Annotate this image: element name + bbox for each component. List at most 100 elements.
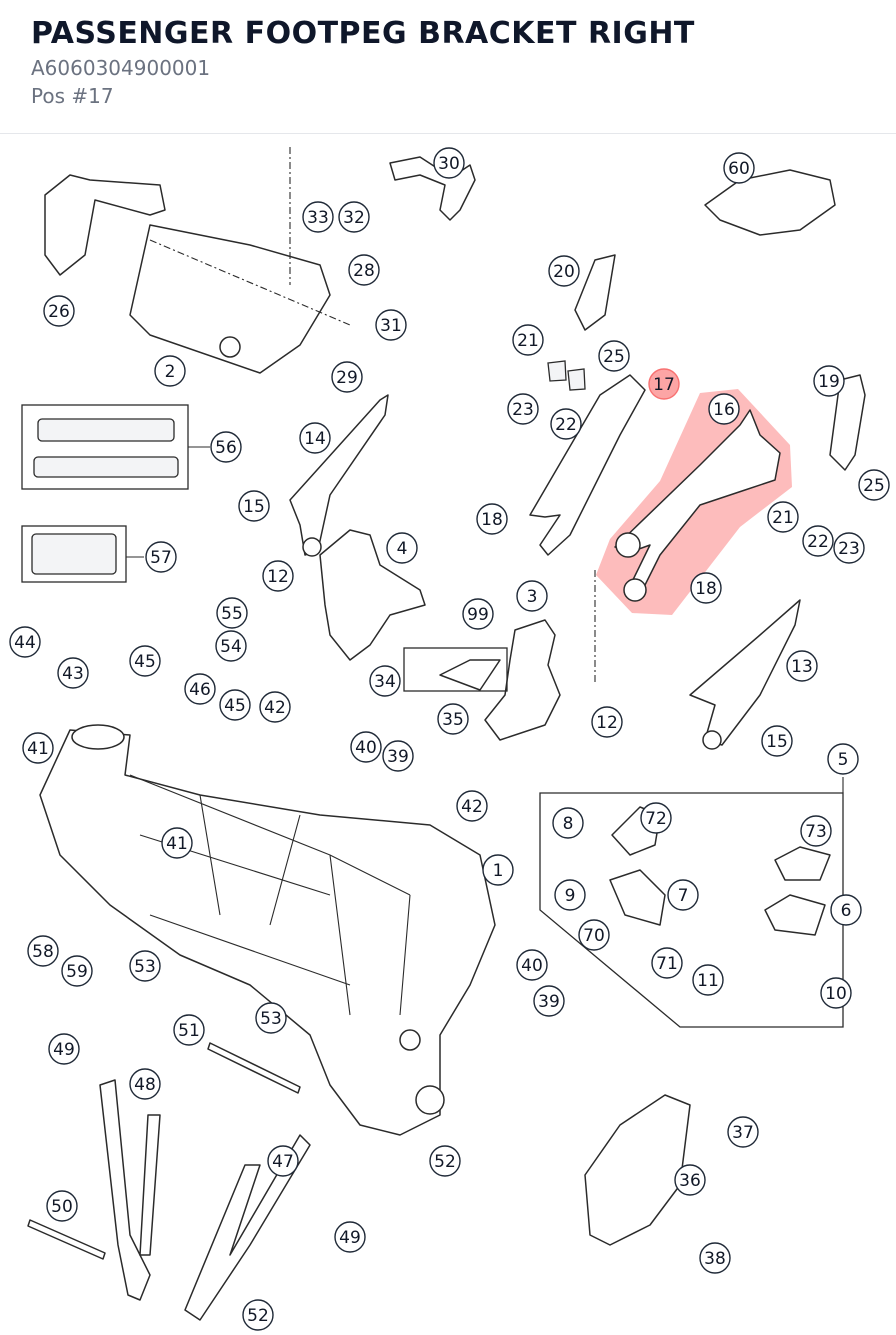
callout-7[interactable]: 7 bbox=[667, 879, 699, 911]
callout-41[interactable]: 41 bbox=[161, 827, 193, 859]
callout-number: 57 bbox=[150, 548, 172, 568]
callout-6[interactable]: 6 bbox=[830, 894, 862, 926]
callout-28[interactable]: 28 bbox=[348, 254, 380, 286]
callout-18[interactable]: 18 bbox=[690, 572, 722, 604]
callout-70[interactable]: 70 bbox=[578, 919, 610, 951]
callout-39[interactable]: 39 bbox=[533, 985, 565, 1017]
callout-circle bbox=[830, 894, 862, 926]
callout-circle bbox=[690, 572, 722, 604]
callout-12[interactable]: 12 bbox=[262, 560, 294, 592]
callout-20[interactable]: 20 bbox=[548, 255, 580, 287]
callout-41[interactable]: 41 bbox=[22, 732, 54, 764]
callout-36[interactable]: 36 bbox=[674, 1164, 706, 1196]
callout-8[interactable]: 8 bbox=[552, 807, 584, 839]
callout-51[interactable]: 51 bbox=[173, 1014, 205, 1046]
callout-10[interactable]: 10 bbox=[820, 977, 852, 1009]
callout-2[interactable]: 2 bbox=[154, 355, 186, 387]
callout-59[interactable]: 59 bbox=[61, 955, 93, 987]
callout-17[interactable]: 17 bbox=[648, 368, 680, 400]
callout-34[interactable]: 34 bbox=[369, 665, 401, 697]
callout-58[interactable]: 58 bbox=[27, 935, 59, 967]
heel-guard-right bbox=[689, 599, 801, 750]
callout-23[interactable]: 23 bbox=[507, 393, 539, 425]
callout-46[interactable]: 46 bbox=[184, 673, 216, 705]
callout-13[interactable]: 13 bbox=[786, 650, 818, 682]
callout-15[interactable]: 15 bbox=[761, 725, 793, 757]
callout-19[interactable]: 19 bbox=[813, 365, 845, 397]
callout-71[interactable]: 71 bbox=[651, 947, 683, 979]
callout-99[interactable]: 99 bbox=[462, 598, 494, 630]
callout-4[interactable]: 4 bbox=[386, 532, 418, 564]
callout-circle bbox=[350, 731, 382, 763]
callout-30[interactable]: 30 bbox=[433, 147, 465, 179]
callout-11[interactable]: 11 bbox=[692, 964, 724, 996]
callout-57[interactable]: 57 bbox=[145, 541, 177, 573]
callout-3[interactable]: 3 bbox=[516, 580, 548, 612]
callout-53[interactable]: 53 bbox=[255, 1002, 287, 1034]
callout-number: 14 bbox=[304, 429, 326, 449]
callout-72[interactable]: 72 bbox=[640, 802, 672, 834]
callout-33[interactable]: 33 bbox=[302, 201, 334, 233]
callout-45[interactable]: 45 bbox=[129, 645, 161, 677]
callout-38[interactable]: 38 bbox=[699, 1242, 731, 1274]
callout-52[interactable]: 52 bbox=[242, 1299, 274, 1331]
callout-21[interactable]: 21 bbox=[512, 324, 544, 356]
callout-54[interactable]: 54 bbox=[215, 630, 247, 662]
callout-number: 58 bbox=[32, 942, 54, 962]
callout-50[interactable]: 50 bbox=[46, 1190, 78, 1222]
callout-39[interactable]: 39 bbox=[382, 740, 414, 772]
callout-circle bbox=[255, 1002, 287, 1034]
callout-42[interactable]: 42 bbox=[456, 790, 488, 822]
callout-52[interactable]: 52 bbox=[429, 1145, 461, 1177]
callout-1[interactable]: 1 bbox=[482, 854, 514, 886]
callout-44[interactable]: 44 bbox=[9, 626, 41, 658]
callout-40[interactable]: 40 bbox=[350, 731, 382, 763]
position-label: Pos #17 bbox=[31, 84, 114, 108]
callout-15[interactable]: 15 bbox=[238, 490, 270, 522]
callout-60[interactable]: 60 bbox=[723, 152, 755, 184]
callout-12[interactable]: 12 bbox=[591, 706, 623, 738]
callout-22[interactable]: 22 bbox=[802, 525, 834, 557]
callout-31[interactable]: 31 bbox=[375, 309, 407, 341]
page-header: PASSENGER FOOTPEG BRACKET RIGHT A6060304… bbox=[0, 0, 896, 134]
callout-49[interactable]: 49 bbox=[334, 1221, 366, 1253]
callout-21[interactable]: 21 bbox=[767, 501, 799, 533]
callout-9[interactable]: 9 bbox=[554, 879, 586, 911]
callout-5[interactable]: 5 bbox=[827, 743, 859, 775]
callout-49[interactable]: 49 bbox=[48, 1033, 80, 1065]
callout-circle bbox=[827, 743, 859, 775]
callout-circle bbox=[9, 626, 41, 658]
callout-53[interactable]: 53 bbox=[129, 950, 161, 982]
callout-48[interactable]: 48 bbox=[129, 1068, 161, 1100]
callout-number: 1 bbox=[493, 861, 504, 881]
callout-25[interactable]: 25 bbox=[598, 340, 630, 372]
callout-73[interactable]: 73 bbox=[800, 815, 832, 847]
callout-number: 73 bbox=[805, 822, 827, 842]
callout-40[interactable]: 40 bbox=[516, 949, 548, 981]
callout-45[interactable]: 45 bbox=[219, 689, 251, 721]
callout-18[interactable]: 18 bbox=[476, 503, 508, 535]
callout-32[interactable]: 32 bbox=[338, 201, 370, 233]
callout-26[interactable]: 26 bbox=[43, 295, 75, 327]
callout-29[interactable]: 29 bbox=[331, 361, 363, 393]
callout-number: 21 bbox=[772, 508, 794, 528]
callout-circle bbox=[299, 422, 331, 454]
callout-circle bbox=[723, 152, 755, 184]
callout-37[interactable]: 37 bbox=[727, 1116, 759, 1148]
callout-47[interactable]: 47 bbox=[267, 1145, 299, 1177]
footrest-bracket-4 bbox=[319, 529, 426, 661]
callout-23[interactable]: 23 bbox=[833, 532, 865, 564]
callout-circle bbox=[462, 598, 494, 630]
callout-25[interactable]: 25 bbox=[858, 469, 890, 501]
callout-number: 37 bbox=[732, 1123, 754, 1143]
callout-56[interactable]: 56 bbox=[210, 431, 242, 463]
callout-14[interactable]: 14 bbox=[299, 422, 331, 454]
callout-22[interactable]: 22 bbox=[550, 408, 582, 440]
callout-43[interactable]: 43 bbox=[57, 657, 89, 689]
callout-42[interactable]: 42 bbox=[259, 691, 291, 723]
callout-16[interactable]: 16 bbox=[708, 393, 740, 425]
callout-35[interactable]: 35 bbox=[437, 703, 469, 735]
callout-number: 42 bbox=[264, 698, 286, 718]
callout-number: 49 bbox=[53, 1040, 75, 1060]
callout-55[interactable]: 55 bbox=[216, 597, 248, 629]
